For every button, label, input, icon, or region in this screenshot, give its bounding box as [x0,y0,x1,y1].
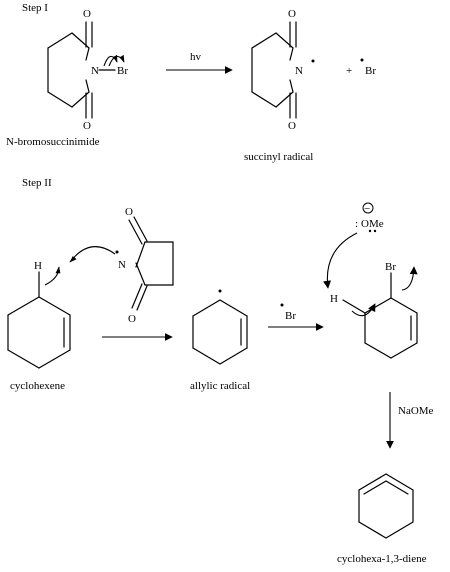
arrow-ch-bond [351,303,376,317]
methoxide-structure: − : OMe [355,202,384,233]
succinyl-2-nitrogen: N [118,259,126,271]
lone-pair-dot-1 [368,229,372,233]
allylic-radical-dot [218,289,222,293]
plus-sign: + [346,65,352,77]
label-cyclohexene: cyclohexene [10,380,65,392]
fishhook-ch-bond [44,266,61,286]
succinyl-2-oxygen-bottom: O [128,313,136,325]
radical-dot [311,59,315,63]
fishhook-arrow-right [108,54,125,67]
arrow-cbr-bond [401,266,418,291]
label-nbs: N-bromosuccinimide [6,136,100,148]
negative-charge-circle [362,202,374,214]
condition-hv: hv [190,51,202,63]
lone-pair-dot-2 [373,229,377,233]
succinyl-oxygen-top: O [288,8,296,20]
label-allylic-radical: allylic radical [190,380,250,392]
bromocyclohexene-bromine: Br [385,261,396,273]
nbs-nitrogen: N [91,65,99,77]
fishhook-arrow-left [103,54,118,67]
label-cyclohexadiene: cyclohexa-1,3-diene [337,553,427,565]
bromocyclohexene-hydrogen: H [330,293,338,305]
label-succinyl-radical: succinyl radical [244,151,313,163]
bromine-radical-dot [360,58,364,62]
succinyl-nitrogen: N [295,65,303,77]
succinyl-2-oxygen-top: O [125,206,133,218]
succinyl-radical-structure: O O N [251,8,315,132]
cyclohexadiene-structure [358,473,414,539]
arrow-bromine-radical-dot [280,303,284,307]
bromine-radical: Br [365,65,376,77]
arrow-bromine-radical: Br [285,310,296,322]
succinyl-radical-structure-2: O O N [115,206,174,325]
radical-dot-2 [115,250,119,254]
allylic-radical-structure [192,289,248,365]
methoxide-ome: OMe [361,218,384,230]
condition-naome: NaOMe [398,405,434,417]
cyclohexene-hydrogen: H [34,260,42,272]
arrow-methoxide-attack [323,232,358,289]
step-2-label: Step II [22,177,52,189]
cyclohexene-structure: H [7,260,71,369]
nbs-structure: O O N Br [47,8,128,132]
nbs-oxygen-bottom: O [83,120,91,132]
negative-charge-sign: − [364,203,370,215]
lone-pair: : [355,218,358,230]
nbs-bromine: Br [117,65,128,77]
fishhook-n-radical [69,246,116,263]
bromocyclohexene-structure: H Br [330,261,418,359]
nbs-oxygen-top: O [83,8,91,20]
succinyl-oxygen-bottom: O [288,120,296,132]
step-1-label: Step I [22,2,48,14]
